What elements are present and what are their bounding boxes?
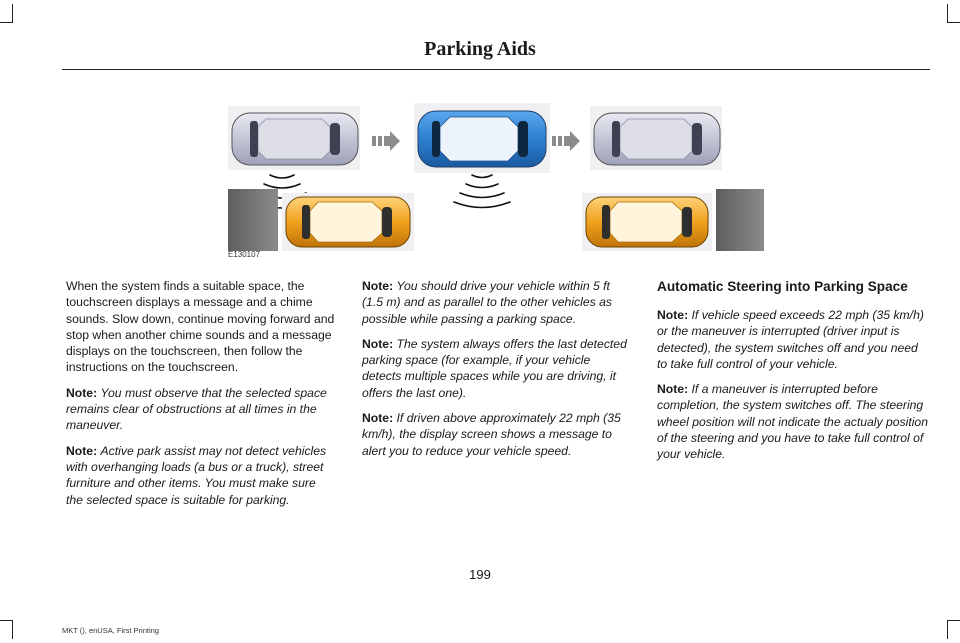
parked-car-front [228, 106, 360, 170]
note-label: Note: [362, 411, 394, 426]
note: Note: You must observe that the selected… [66, 385, 336, 434]
sensor-wave-icon [453, 174, 511, 209]
crop-mark-bottom-left [0, 620, 13, 639]
note-label: Note: [66, 443, 98, 458]
note-label: Note: [362, 336, 394, 351]
note-text: If driven above approximately 22 mph (35… [362, 411, 621, 458]
parked-car-orange-right [582, 193, 712, 251]
title-divider [62, 69, 930, 70]
note-label: Note: [362, 279, 394, 293]
note: Note: If driven above approximately 22 m… [362, 410, 632, 459]
edition-footer: MKT (), enUSA, First Printing [62, 626, 159, 635]
active-car [414, 103, 550, 173]
note: Note: If a maneuver is interrupted befor… [657, 381, 929, 462]
note-label: Note: [657, 308, 689, 322]
note: Note: Active park assist may not detect … [66, 443, 336, 508]
note-label: Note: [657, 382, 689, 397]
figure-code: E130107 [228, 250, 261, 259]
note: Note: The system always offers the last … [362, 336, 632, 401]
arrow-right-icon [552, 131, 580, 151]
parking-illustration [228, 103, 764, 251]
note-text: If vehicle speed exceeds 22 mph (35 km/h… [657, 308, 924, 371]
column-2: Note: You should drive your vehicle with… [362, 278, 632, 468]
note-label: Note: [66, 385, 98, 400]
note-text: If a maneuver is interrupted before comp… [657, 382, 928, 462]
note-text: You should drive your vehicle within 5 f… [362, 279, 612, 326]
page-number: 199 [469, 567, 491, 582]
parked-car-orange-left [282, 193, 414, 251]
note: Note: If vehicle speed exceeds 22 mph (3… [657, 307, 929, 372]
note-text: Active park assist may not detect vehicl… [66, 443, 327, 507]
note-text: The system always offers the last detect… [362, 336, 627, 400]
crop-mark-top-left [0, 4, 13, 23]
curb-right [716, 189, 764, 251]
column-3: Automatic Steering into Parking Space No… [657, 278, 929, 472]
intro-paragraph: When the system finds a suitable space, … [66, 279, 335, 375]
crop-mark-bottom-right [947, 620, 960, 639]
section-heading: Automatic Steering into Parking Space [657, 279, 908, 294]
column-1: When the system finds a suitable space, … [66, 278, 336, 517]
note: Note: You should drive your vehicle with… [362, 278, 632, 327]
page-title: Parking Aids [424, 38, 536, 60]
parked-car-rear [590, 106, 722, 170]
note-text: You must observe that the selected space… [66, 385, 327, 433]
crop-mark-top-right [947, 4, 960, 23]
curb-left [228, 189, 278, 251]
arrow-right-icon [372, 131, 400, 151]
